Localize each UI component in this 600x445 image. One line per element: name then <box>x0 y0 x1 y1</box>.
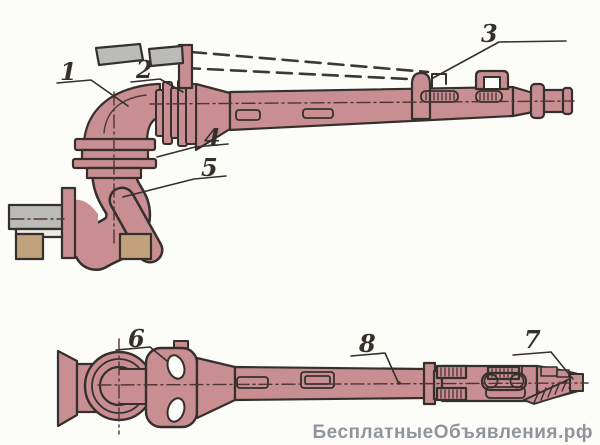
callout-6-number: 6 <box>128 324 145 353</box>
callout-3-number: 3 <box>481 19 498 48</box>
carry-handle-hole <box>483 76 501 90</box>
plan-centerlines <box>97 338 589 435</box>
watermark: БесплатныеОбъявления.рф <box>313 422 594 443</box>
callout-8-number: 8 <box>358 329 376 358</box>
callout-7: 7 <box>512 325 574 380</box>
side-centerlines <box>10 91 575 247</box>
callout-5: 5 <box>122 153 227 198</box>
foot-left <box>14 232 45 261</box>
inlet-pipe <box>7 203 68 231</box>
handle-grip-right <box>147 44 185 68</box>
callout-8: 8 <box>350 329 401 385</box>
nozzle-carriage <box>422 361 539 406</box>
callout-4-number: 4 <box>204 123 221 152</box>
side-callouts: 1 2 3 4 5 <box>56 19 567 198</box>
base-flange-bar <box>60 186 77 260</box>
plan-cone <box>195 356 237 420</box>
callout-5-number: 5 <box>201 153 218 182</box>
elbow-contour <box>103 94 147 134</box>
callout-4: 4 <box>156 123 229 158</box>
flange-ribs <box>155 79 197 147</box>
plan-inlet-flange <box>56 349 79 428</box>
yoke <box>144 340 199 429</box>
base-assembly <box>7 186 153 261</box>
elbow <box>82 82 162 144</box>
side-view: 1 2 3 4 5 <box>7 19 575 271</box>
callout-2: 2 <box>130 55 184 93</box>
barrel-tube <box>228 85 515 132</box>
callout-3: 3 <box>432 19 567 79</box>
callout-2-number: 2 <box>135 55 153 84</box>
callout-7-number: 7 <box>524 325 541 354</box>
handle-grip-left <box>94 42 145 67</box>
lug-bracket <box>431 73 447 89</box>
dashed-position-lines <box>183 50 430 82</box>
callout-6: 6 <box>115 324 168 362</box>
plan-view: 6 8 7 <box>56 324 589 435</box>
callout-1-number: 1 <box>60 57 77 86</box>
plan-callouts: 6 8 7 <box>115 324 574 385</box>
barrel-slots <box>235 90 503 121</box>
foot-right <box>118 232 153 261</box>
callout-1: 1 <box>56 57 129 107</box>
